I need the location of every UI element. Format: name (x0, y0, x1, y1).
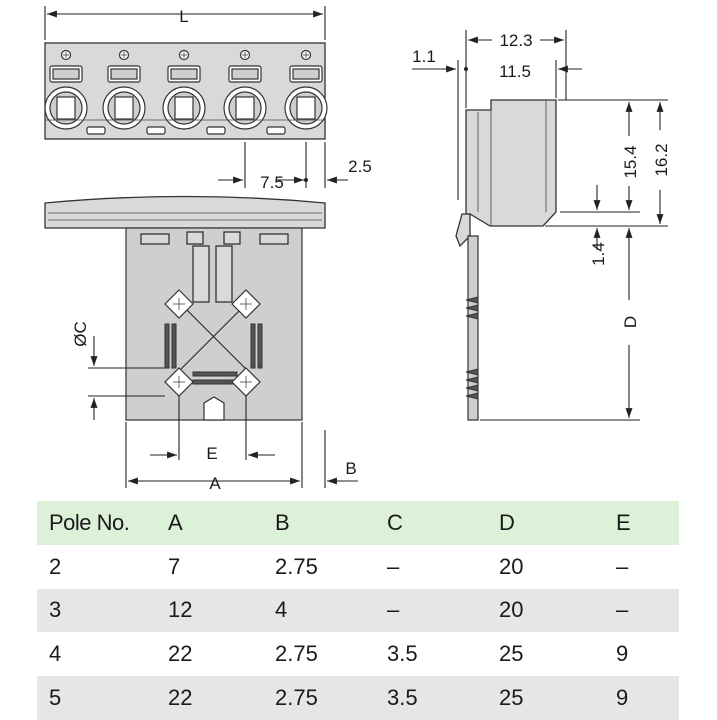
dimension-B: B (324, 430, 358, 488)
pole-terminal (102, 49, 146, 130)
table-cell: – (604, 588, 679, 633)
label-11-5: 11.5 (499, 62, 531, 81)
table-header-cell: Pole No. (37, 501, 156, 545)
latch-slot (266, 126, 286, 135)
table-cell: 22 (156, 676, 263, 720)
label-16-2: 16.2 (652, 143, 671, 176)
label-C: ØC (71, 321, 90, 347)
table-cell: 3 (37, 588, 156, 633)
pin-rib (465, 392, 479, 400)
table-cell: 7 (168, 553, 181, 579)
pin-diamond (231, 289, 261, 319)
pole-terminal (44, 49, 88, 130)
latch-slot (206, 126, 226, 135)
table-cell: 2.75 (275, 641, 318, 667)
table-cell: 20 (487, 588, 604, 633)
table-cell: 4 (263, 588, 375, 633)
table-header-cell: B (263, 501, 375, 545)
pin-rib (465, 312, 479, 320)
pin-rib (465, 296, 479, 304)
technical-drawing: L 7.5 2.5 (44, 6, 671, 493)
latch-slot (86, 126, 106, 135)
table-cell: 9 (616, 641, 629, 667)
label-L: L (179, 7, 188, 26)
table-cell: 3.5 (375, 676, 487, 720)
table-cell: 2.75 (263, 676, 375, 720)
table-cell: 5 (37, 676, 156, 720)
table-header-cell: A (156, 501, 263, 545)
table-cell: 9 (604, 676, 679, 720)
label-2-5: 2.5 (348, 157, 372, 176)
pole-terminal (223, 49, 267, 130)
dimension-right-side: 15.4 16.2 1.4 D (480, 99, 671, 421)
dimension-top-side: 12.3 1.1 11.5 (412, 30, 582, 200)
pole-terminal (162, 49, 206, 130)
label-E: E (206, 444, 217, 463)
label-1-4: 1.4 (589, 242, 608, 266)
label-12-3: 12.3 (499, 31, 532, 50)
dimension-C: ØC (71, 321, 165, 420)
table-header-cell: C (375, 501, 487, 545)
table-header-cell: E (604, 501, 679, 545)
table-cell: – (387, 553, 400, 579)
label-1-1: 1.1 (412, 47, 436, 66)
label-15-4: 15.4 (621, 145, 640, 178)
dimension-E: E (150, 396, 275, 463)
pin-rib (465, 304, 479, 312)
table-cell: 22 (168, 641, 193, 667)
table-cell: 3.5 (387, 641, 418, 667)
table-row: 2 7 2.75 – 20 – (37, 545, 679, 589)
pin-rib (465, 376, 479, 384)
label-7-5: 7.5 (260, 173, 284, 192)
table-cell: 12 (156, 588, 263, 633)
table-cell: 2.75 (275, 553, 318, 579)
dimension-A: A (125, 422, 303, 493)
table-cell: 4 (49, 641, 62, 667)
side-view (455, 99, 557, 421)
pole-terminal (284, 49, 328, 130)
label-A: A (209, 474, 221, 493)
dimension-L: L (44, 6, 326, 40)
label-D: D (621, 316, 640, 328)
pin-rib (465, 368, 479, 376)
pin-rib (465, 384, 479, 392)
table-row: 4 22 2.75 3.5 25 9 (37, 632, 679, 676)
table-cell: 25 (487, 676, 604, 720)
front-view (44, 42, 328, 140)
label-B: B (345, 459, 356, 478)
table-cell: – (616, 553, 629, 579)
pin-diamond (164, 289, 194, 319)
latch-slot (146, 126, 166, 135)
dimension-pitch: 7.5 2.5 (218, 142, 372, 192)
table-cell: 20 (499, 553, 524, 579)
bottom-view (44, 195, 326, 421)
table-cell: 2 (49, 553, 62, 579)
table-header-cell: D (487, 501, 604, 545)
table-cell: 25 (499, 641, 524, 667)
table-cell: – (375, 588, 487, 633)
